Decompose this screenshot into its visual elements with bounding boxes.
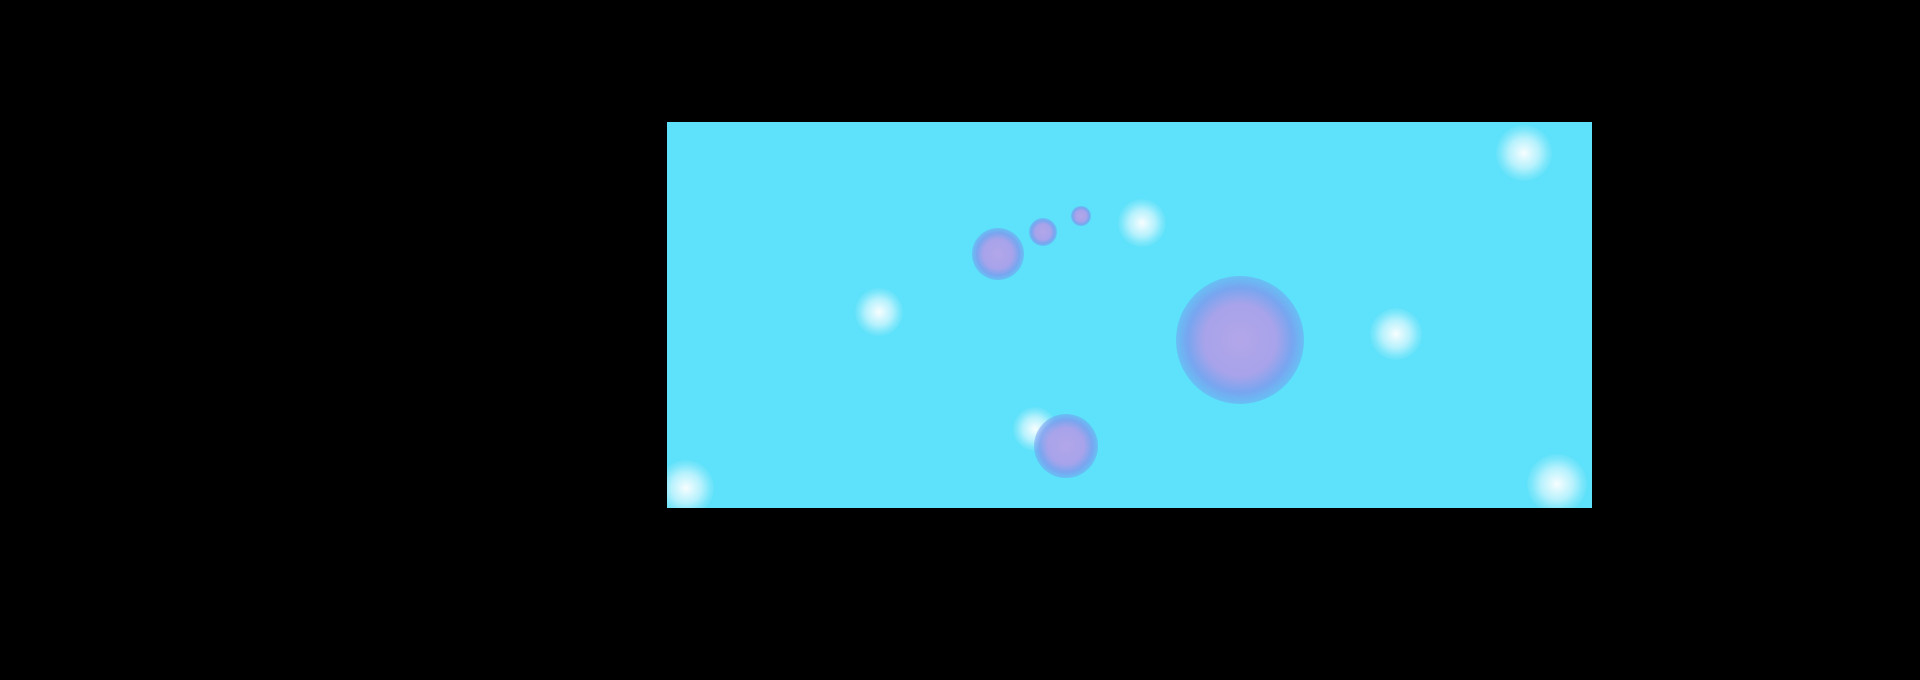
bubble[interactable] <box>1034 414 1098 478</box>
sparkle-glow <box>1370 308 1422 360</box>
game-canvas[interactable] <box>667 122 1592 508</box>
sparkle-glow <box>1496 125 1552 181</box>
bubble[interactable] <box>972 228 1024 280</box>
sparkle-glow <box>1118 199 1166 247</box>
bubble[interactable] <box>1176 276 1304 404</box>
bubble[interactable] <box>1071 206 1091 226</box>
bubble[interactable] <box>1029 218 1057 246</box>
sparkle-glow <box>1527 454 1587 508</box>
sparkle-glow <box>855 288 903 336</box>
sparkle-glow <box>667 460 714 508</box>
